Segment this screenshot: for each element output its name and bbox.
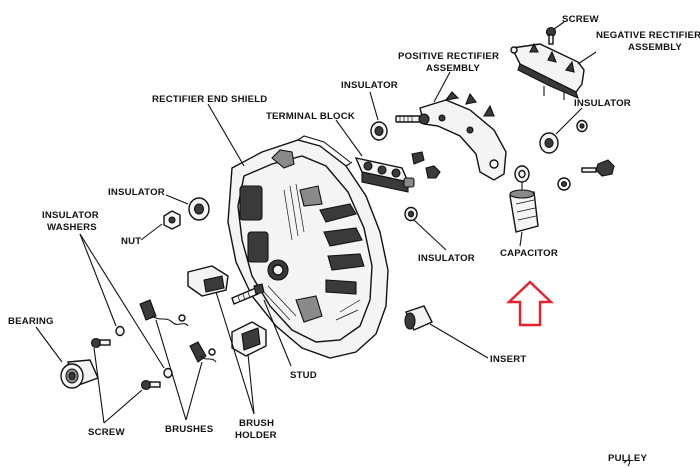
label-brush-holder-1: BRUSH xyxy=(239,418,274,429)
label-brush-holder-2: HOLDER xyxy=(235,430,277,441)
label-bearing: BEARING xyxy=(8,316,54,327)
screw-bottom-part xyxy=(90,337,161,391)
label-nut: NUT xyxy=(121,236,141,247)
bearing-part xyxy=(60,359,99,389)
label-insulator-right: INSULATOR xyxy=(574,98,631,109)
small-hardware-right xyxy=(557,159,615,191)
insulator-washers-part xyxy=(115,325,173,379)
label-screw-top: SCREW xyxy=(562,14,599,25)
label-insulator-washers-2: WASHERS xyxy=(47,222,97,233)
labels: SCREW NEGATIVE RECTIFIER ASSEMBLY POSITI… xyxy=(8,14,700,464)
label-rectifier-end-shield: RECTIFIER END SHIELD xyxy=(152,94,267,105)
capacitor-part xyxy=(509,165,539,233)
label-positive-rectifier-1: POSITIVE RECTIFIER xyxy=(398,51,499,62)
leader-lines xyxy=(35,21,631,467)
rectifier-end-shield-part xyxy=(227,135,389,359)
terminal-block-part xyxy=(354,157,415,193)
label-terminal-block: TERMINAL BLOCK xyxy=(266,111,355,122)
insulator-mid-part xyxy=(404,151,441,222)
brush-holder-lower-part xyxy=(231,321,267,357)
up-arrow-icon xyxy=(506,280,554,327)
label-negative-rectifier-2: ASSEMBLY xyxy=(628,42,682,53)
insulator-left-part xyxy=(188,197,210,221)
label-screw-bottom: SCREW xyxy=(88,427,125,438)
insert-part xyxy=(404,305,433,331)
label-insert: INSERT xyxy=(490,354,526,365)
label-stud: STUD xyxy=(290,370,317,381)
brushes-part xyxy=(139,299,217,363)
label-insulator-mid: INSULATOR xyxy=(418,253,475,264)
label-pulley: PULLEY xyxy=(608,453,647,464)
label-positive-rectifier-2: ASSEMBLY xyxy=(426,63,480,74)
nut-part xyxy=(163,210,181,230)
stud-part xyxy=(231,283,265,305)
insulator-right-part xyxy=(539,119,588,154)
label-brushes: BRUSHES xyxy=(165,424,214,435)
positive-rectifier-assembly-part xyxy=(395,91,507,181)
negative-rectifier-assembly-part xyxy=(510,42,585,100)
label-capacitor: CAPACITOR xyxy=(500,248,558,259)
insulator-top-part xyxy=(370,121,388,141)
label-insulator-washers-1: INSULATOR xyxy=(42,210,99,221)
screw-top-part xyxy=(545,26,557,45)
label-negative-rectifier-1: NEGATIVE RECTIFIER xyxy=(596,30,700,41)
label-insulator-top: INSULATOR xyxy=(341,80,398,91)
brush-holder-upper-part xyxy=(187,265,229,297)
label-insulator-left: INSULATOR xyxy=(108,187,165,198)
